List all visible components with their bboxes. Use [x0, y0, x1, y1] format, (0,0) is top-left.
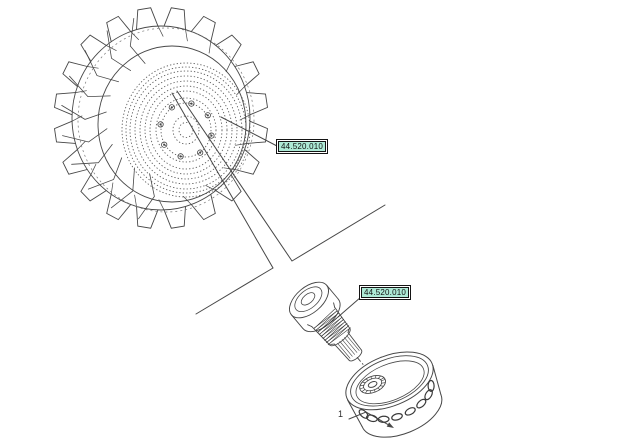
item-callout-1[interactable]: 1	[338, 409, 344, 419]
hub-carrier-illustration	[345, 351, 443, 438]
callout-leader-lines	[171, 90, 394, 428]
section-ref-label: 44.520.010	[278, 141, 327, 152]
section-ref-label: 44.520.010	[361, 287, 410, 298]
axle-shaft-illustration	[289, 281, 377, 381]
wheel-tire-illustration	[54, 7, 268, 229]
section-ref-link-wheel[interactable]: 44.520.010	[276, 139, 329, 154]
section-ref-link-axle[interactable]: 44.520.010	[359, 285, 412, 300]
